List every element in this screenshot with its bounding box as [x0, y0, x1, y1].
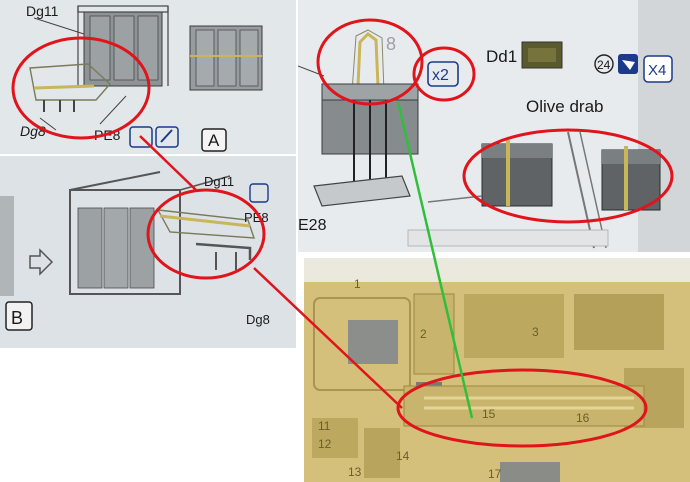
- label-e28: E28: [298, 217, 327, 234]
- fret-number-1: 1: [354, 277, 361, 291]
- glue-icon-b: [249, 183, 269, 203]
- label-olive-drab: Olive drab: [526, 97, 603, 116]
- fret-number-14: 14: [396, 449, 410, 463]
- multiplier-box: [427, 61, 459, 87]
- ammo-drawing: E28 8 x2 Dd1 24 X4 Olive drab: [298, 0, 690, 252]
- instruction-photo-step-b: Dg11 PE8 Dg8 B: [0, 156, 296, 348]
- label-dg8-a: Dg8: [20, 123, 46, 139]
- step-a-drawing: Dg11 Dg8 PE8 A: [0, 0, 296, 154]
- fret-number-3: 3: [532, 325, 539, 339]
- pe-fret-drawing: 1 2 3 11 12 13 14 15 16 17: [304, 258, 690, 482]
- multiplier-x2: x2: [432, 67, 449, 84]
- label-dg11-b: Dg11: [204, 174, 234, 189]
- step-letter-a: A: [208, 131, 220, 150]
- jerrycan-rack-frame: [0, 171, 231, 296]
- multiplier-x4: X4: [648, 62, 666, 79]
- label-dd1: Dd1: [486, 47, 517, 66]
- mesh-grid: [464, 294, 684, 428]
- label-step-24: 24: [597, 58, 611, 72]
- jerrycan-rack-assembled: [77, 5, 169, 87]
- jerrycan-rack-right: [189, 25, 263, 91]
- step-b-drawing: Dg11 PE8 Dg8 B: [0, 156, 296, 348]
- fret-number-15: 15: [482, 407, 496, 421]
- red-circle-pe8-a: [11, 36, 151, 140]
- fret-number-12: 12: [318, 437, 332, 451]
- instruction-photo-step-a: Dg11 Dg8 PE8 A: [0, 0, 296, 154]
- pencil-note-8: 8: [386, 34, 396, 54]
- red-circle-x2: [412, 46, 476, 102]
- step-number-circle: [594, 54, 614, 74]
- fret-number-17: 17: [488, 467, 502, 481]
- fret-number-13: 13: [348, 465, 362, 479]
- multiplier-box-x4: [643, 55, 673, 83]
- step-letter-box-b: [5, 301, 33, 331]
- fret-number-16: 16: [576, 411, 590, 425]
- arrow-right-icon: [29, 248, 54, 276]
- red-circle-pe8-b: [146, 188, 266, 280]
- step-letter-b: B: [11, 308, 23, 328]
- label-dg11-a: Dg11: [26, 3, 59, 19]
- label-dg8-b: Dg8: [246, 312, 270, 327]
- instruction-photo-ammo: E28 8 x2 Dd1 24 X4 Olive drab: [298, 0, 690, 252]
- step-letter-box-a: [201, 128, 227, 152]
- fret-number-2: 2: [420, 327, 427, 341]
- fret-number-11: 11: [318, 419, 331, 433]
- photo-etch-fret-photo: 1 2 3 11 12 13 14 15 16 17: [304, 258, 690, 482]
- red-circle-handle: [316, 18, 424, 106]
